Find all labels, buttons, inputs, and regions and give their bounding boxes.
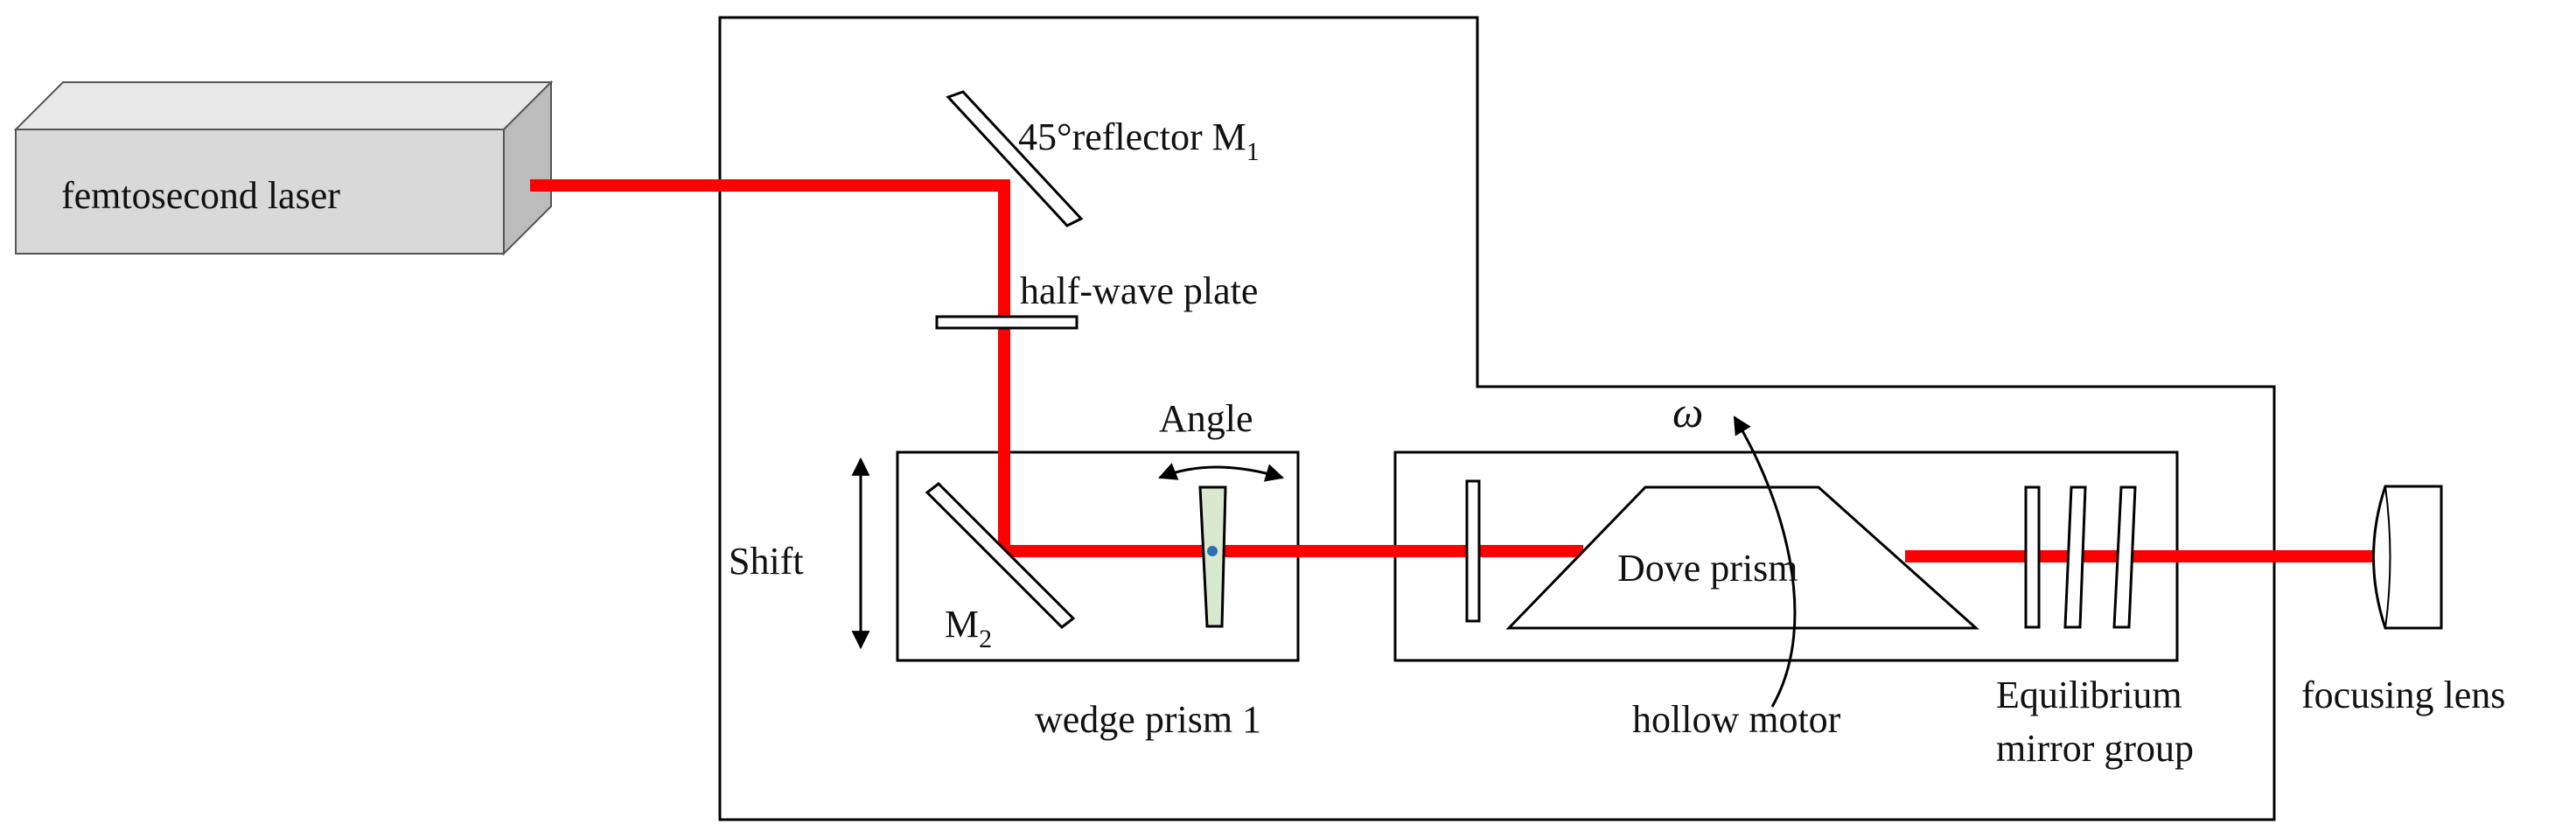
- equilibrium-label-line2: mirror group: [1996, 727, 2194, 770]
- angle-arrow-icon: [1158, 463, 1285, 482]
- reflector-m1-label: 45°reflector M1: [1018, 115, 1260, 166]
- enclosure-outline: [718, 16, 2276, 821]
- m2-label: M2: [945, 603, 992, 653]
- omega-label: ω: [1672, 388, 1703, 436]
- reflector-m1: [946, 90, 1084, 227]
- half-wave-plate: [935, 315, 1079, 330]
- wedge-prism-label: wedge prism 1: [1035, 698, 1261, 741]
- focusing-lens-label: focusing lens: [2301, 674, 2505, 716]
- wedge-prism: [1198, 485, 1227, 628]
- equilibrium-label-line1: Equilibrium: [1996, 674, 2182, 716]
- laser-box-front-face: [15, 129, 505, 255]
- femtosecond-laser-box: [13, 80, 554, 256]
- hollow-motor-label: hollow motor: [1632, 698, 1841, 741]
- equilibrium-mirror-wedge-2: [2112, 485, 2137, 629]
- laser-box-top-face: [13, 81, 554, 130]
- motor-stage-plate: [1465, 479, 1481, 623]
- laser-label: femtosecond laser: [61, 174, 340, 217]
- focusing-lens: [2372, 485, 2443, 630]
- beam-spot-dot: [1207, 546, 1218, 556]
- dove-prism-label: Dove prism: [1617, 547, 1798, 590]
- mirror-m2: [925, 482, 1076, 629]
- shift-label: Shift: [729, 540, 804, 583]
- half-wave-plate-label: half-wave plate: [1020, 269, 1258, 312]
- laser-beam: [530, 179, 1583, 557]
- equilibrium-mirror-wedge-1: [2063, 485, 2087, 629]
- angle-label: Angle: [1159, 397, 1253, 440]
- equilibrium-mirror-plate-1: [2024, 485, 2041, 629]
- rotation-arrow-icon: [1733, 416, 1797, 708]
- dove-prism: [1505, 485, 1979, 630]
